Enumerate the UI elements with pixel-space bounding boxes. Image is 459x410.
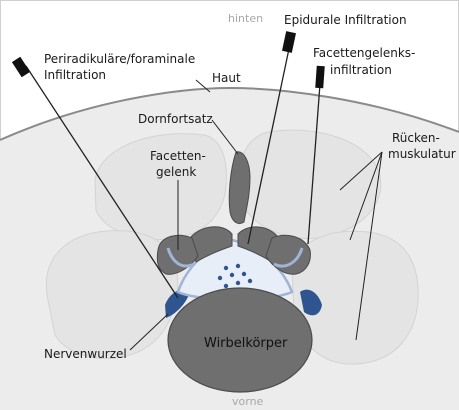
facet-joint-label-line1: Facetten- <box>150 149 206 163</box>
vertebral-body-label: Wirbelkörper <box>204 336 288 351</box>
nerve-root-label: Nervenwurzel <box>44 347 127 361</box>
facet-injection-label-line2: infiltration <box>330 63 392 77</box>
orientation-bottom-label: vorne <box>232 395 264 408</box>
skin-label: Haut <box>212 71 241 85</box>
back-muscles-label-line2: muskulatur <box>388 147 456 161</box>
orientation-top-label: hinten <box>228 12 263 25</box>
spinous-process-label: Dornfortsatz <box>138 112 213 126</box>
needle-hub-facet <box>315 66 325 89</box>
epidural-label: Epidurale Infiltration <box>284 13 407 27</box>
facet-injection-label-line1: Facettengelenks- <box>313 46 415 60</box>
periradicular-label-line2: Infiltration <box>44 68 106 82</box>
periradicular-label-line1: Periradikuläre/foraminale <box>44 52 195 66</box>
facet-joint-label-line2: gelenk <box>156 165 196 179</box>
back-muscles-label-line1: Rücken- <box>392 131 440 145</box>
